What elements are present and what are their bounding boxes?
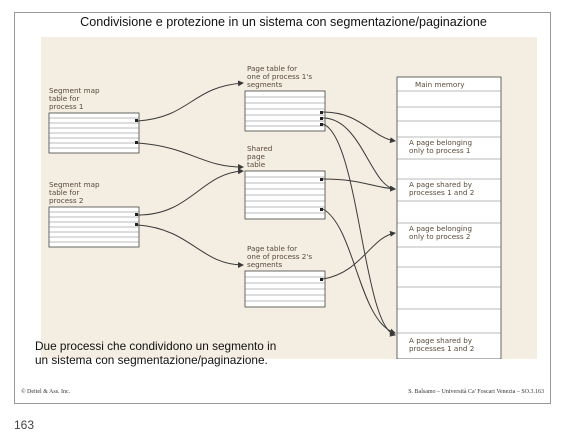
page-table-2-label-line3: segments — [247, 260, 283, 269]
shared-page-table-label-line2: page — [247, 152, 266, 161]
shared-page-table-label-line3: table — [247, 160, 266, 169]
arrow-pt1-to-shared-page-a — [322, 117, 396, 192]
shared-page-table: Shared page table — [244, 144, 326, 220]
memory-page-shared-b-line1: A page shared by — [409, 336, 473, 345]
memory-page-shared-a-line1: A page shared by — [409, 180, 473, 189]
memory-page-p2-line2: only to process 2 — [409, 232, 470, 241]
segment-map-table-process-1: Segment map table for process 1 — [48, 86, 140, 154]
arrow-pt2-to-page-p2 — [322, 230, 396, 280]
segment-map-1-label-line3: process 1 — [49, 102, 83, 111]
slide-title: Condivisione e protezione in un sistema … — [80, 15, 487, 29]
segment-map-1-label-line2: table for — [49, 94, 79, 103]
caption-line-2: un sistema con segmentazione/paginazione… — [35, 353, 268, 367]
segment-map-table-process-2: Segment map table for process 2 — [48, 180, 140, 248]
arrow-pt1-to-shared-page-b — [322, 123, 396, 337]
diagram-svg: Segment map table for process 1 Segment … — [48, 64, 502, 359]
figure-caption: Due processi che condividono un segmento… — [35, 339, 335, 367]
copyright-left: © Deitel & Ass. Inc. — [21, 389, 71, 395]
memory-page-p2-line1: A page belonging — [409, 224, 472, 233]
arrow-segmap2-to-pagetable2 — [137, 224, 244, 268]
page-table-process-2-segment: Page table for one of process 2's segmen… — [244, 244, 326, 308]
page-table-1-label-line3: segments — [247, 80, 283, 89]
shared-page-table-label-line1: Shared — [247, 144, 272, 153]
caption-line-1: Due processi che condividono un segmento… — [35, 339, 277, 353]
arrow-segmap2-to-shared — [137, 168, 244, 216]
page-table-1-label-line2: one of process 1's — [247, 72, 312, 81]
copyright-right: S. Balsamo – Università Ca' Foscari Vene… — [408, 389, 544, 395]
arrows — [137, 80, 396, 337]
page-table-process-1-segment: Page table for one of process 1's segmen… — [244, 64, 326, 132]
figure-segmentation-paging: Segment map table for process 1 Segment … — [41, 37, 537, 359]
page-table-1-label-line1: Page table for — [247, 64, 297, 73]
memory-page-p1-line2: only to process 1 — [409, 146, 470, 155]
arrow-segmap1-to-pagetable1 — [137, 80, 244, 122]
segment-map-2-label-line2: table for — [49, 188, 79, 197]
memory-page-shared-a-line2: processes 1 and 2 — [409, 188, 474, 197]
page-table-2-label-line2: one of process 2's — [247, 252, 312, 261]
segment-map-2-label-line1: Segment map — [49, 180, 100, 189]
slide: Condivisione e protezione in un sistema … — [14, 12, 551, 404]
main-memory: Main memory A page belonging — [396, 76, 502, 359]
memory-page-shared-b-line2: processes 1 and 2 — [409, 344, 474, 353]
main-memory-label: Main memory — [415, 80, 465, 89]
arrow-pt1-to-page-p1 — [322, 111, 396, 144]
memory-page-p1-line1: A page belonging — [409, 138, 472, 147]
page-table-2-label-line1: Page table for — [247, 244, 297, 253]
segment-map-1-label-line1: Segment map — [49, 86, 100, 95]
segment-map-2-label-line3: process 2 — [49, 196, 83, 205]
arrow-shared-to-shared-page-a — [322, 178, 396, 192]
page-number: 163 — [14, 418, 35, 432]
arrow-shared-to-shared-page-b — [322, 208, 396, 335]
arrow-segmap1-to-shared — [137, 142, 244, 170]
